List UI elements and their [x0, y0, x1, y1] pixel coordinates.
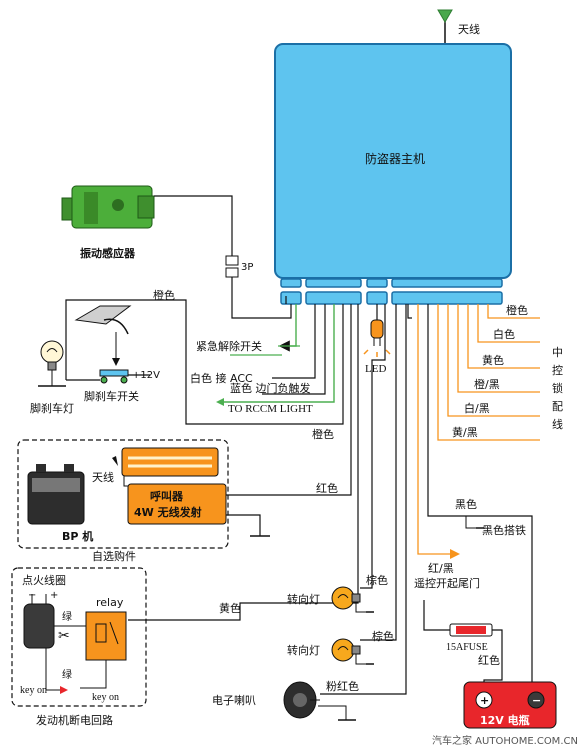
key-on-left: key on — [20, 685, 47, 696]
brake-lamp-label: 脚刹车灯 — [30, 401, 74, 415]
scissors-icon: ✂ — [58, 628, 70, 644]
watermark: 汽车之家 AUTOHOME.COM.CN — [432, 734, 578, 747]
pager-antenna-strip — [121, 447, 219, 477]
led-label: LED — [365, 363, 386, 375]
svg-text:配: 配 — [552, 400, 563, 413]
battery-minus: − — [532, 694, 541, 707]
black-ground-label: 黑色搭铁 — [482, 523, 526, 537]
svg-text:+: + — [50, 590, 58, 601]
horn-icon — [283, 681, 356, 721]
pager-box — [127, 483, 227, 525]
connector-3p-top — [225, 255, 239, 266]
pager-antenna-label: 天线 — [92, 470, 114, 484]
yellow-label: 黄色 — [219, 601, 241, 615]
brake-voltage-label: +12V — [132, 370, 160, 381]
svg-text:中: 中 — [552, 346, 563, 359]
trunk-label: 遥控开起尾门 — [414, 576, 480, 590]
right-orange-label: 橙色 — [506, 303, 528, 317]
main-unit-connectors — [280, 278, 503, 305]
pager-group-box — [17, 439, 229, 549]
ignition-title: 发动机断电回路 — [36, 713, 113, 727]
blue-door-label: 蓝色 边门负触发 — [230, 381, 311, 395]
white-acc-label: 白色 接 ACC — [190, 371, 253, 385]
led-icon — [363, 319, 391, 357]
connector-3p-bottom — [225, 267, 239, 278]
horn-label: 电子喇叭 — [212, 693, 256, 707]
brake-switch-label: 脚刹车开关 — [84, 389, 139, 403]
main-unit-label: 防盗器主机 — [365, 151, 425, 166]
pager-line2: 4W 无线发射 — [134, 505, 202, 519]
right-white-black-label: 白/黑 — [464, 401, 490, 415]
bp-label: BP 机 — [62, 529, 93, 543]
turn-lamp-2-label: 转向灯 — [287, 643, 320, 657]
brake-lamp-icon — [38, 340, 66, 387]
antenna-label: 天线 — [458, 22, 480, 36]
pager-antenna-icon — [112, 456, 118, 466]
emergency-release-label: 紧急解除开关 — [196, 339, 262, 353]
pager-line1: 呼叫器 — [150, 489, 184, 503]
red-black-label: 红/黑 — [428, 562, 454, 575]
svg-text:−: − — [28, 590, 36, 601]
green2-label: 绿 — [62, 668, 72, 681]
svg-text:控: 控 — [552, 363, 563, 377]
svg-text:锁: 锁 — [552, 381, 563, 395]
fuse-icon — [449, 623, 493, 637]
brake-switch-icon — [99, 369, 129, 384]
relay-label: relay — [96, 596, 124, 609]
right-orange-black-label: 橙/黑 — [474, 377, 500, 391]
black-label: 黑色 — [455, 497, 477, 511]
orange-top-label: 橙色 — [153, 288, 175, 302]
central-lock-label: 中 控 锁 配 线 — [552, 346, 563, 431]
bp-device-icon — [27, 464, 85, 525]
brake-pedal-icon — [74, 305, 132, 366]
battery-label: 12V 电瓶 — [480, 713, 530, 727]
horn-wire: 粉红色 — [326, 679, 359, 693]
optional-parts-label: 自选购件 — [92, 549, 136, 563]
turn-lamp-2-icon — [331, 638, 374, 665]
right-white-label: 白色 — [493, 327, 515, 341]
connector-3p-label: 3P — [241, 262, 253, 273]
vibration-sensor-label: 振动感应器 — [80, 246, 136, 260]
antenna-icon — [437, 9, 453, 44]
turn-lamp-1-label: 转向灯 — [287, 592, 320, 606]
green1-label: 绿 — [62, 610, 72, 623]
fuse-red-label: 红色 — [478, 653, 500, 667]
battery-plus: + — [480, 694, 489, 707]
to-rccm-label: TO RCCM LIGHT — [228, 403, 313, 415]
svg-text:✂: ✂ — [58, 628, 70, 644]
turn-lamp-2-wire: 棕色 — [372, 629, 394, 643]
fuse-label: 15AFUSE — [446, 642, 488, 653]
right-yellow-label: 黄色 — [482, 353, 504, 367]
right-yellow-black-label: 黄/黑 — [452, 425, 478, 439]
turn-lamp-1-icon — [331, 586, 374, 613]
turn-lamp-1-wire: 棕色 — [366, 573, 388, 587]
vibration-sensor-icon — [61, 185, 155, 229]
key-on-right: key on — [92, 692, 119, 703]
main-unit-box — [274, 43, 512, 279]
red-label: 红色 — [316, 481, 338, 495]
ignition-group-box — [11, 567, 147, 707]
svg-text:线: 线 — [552, 417, 563, 431]
ignition-coil-label: 点火线圈 — [22, 573, 66, 587]
orange-bottom-label: 橙色 — [312, 427, 334, 441]
ignition-coil-icon: − + — [23, 590, 58, 649]
